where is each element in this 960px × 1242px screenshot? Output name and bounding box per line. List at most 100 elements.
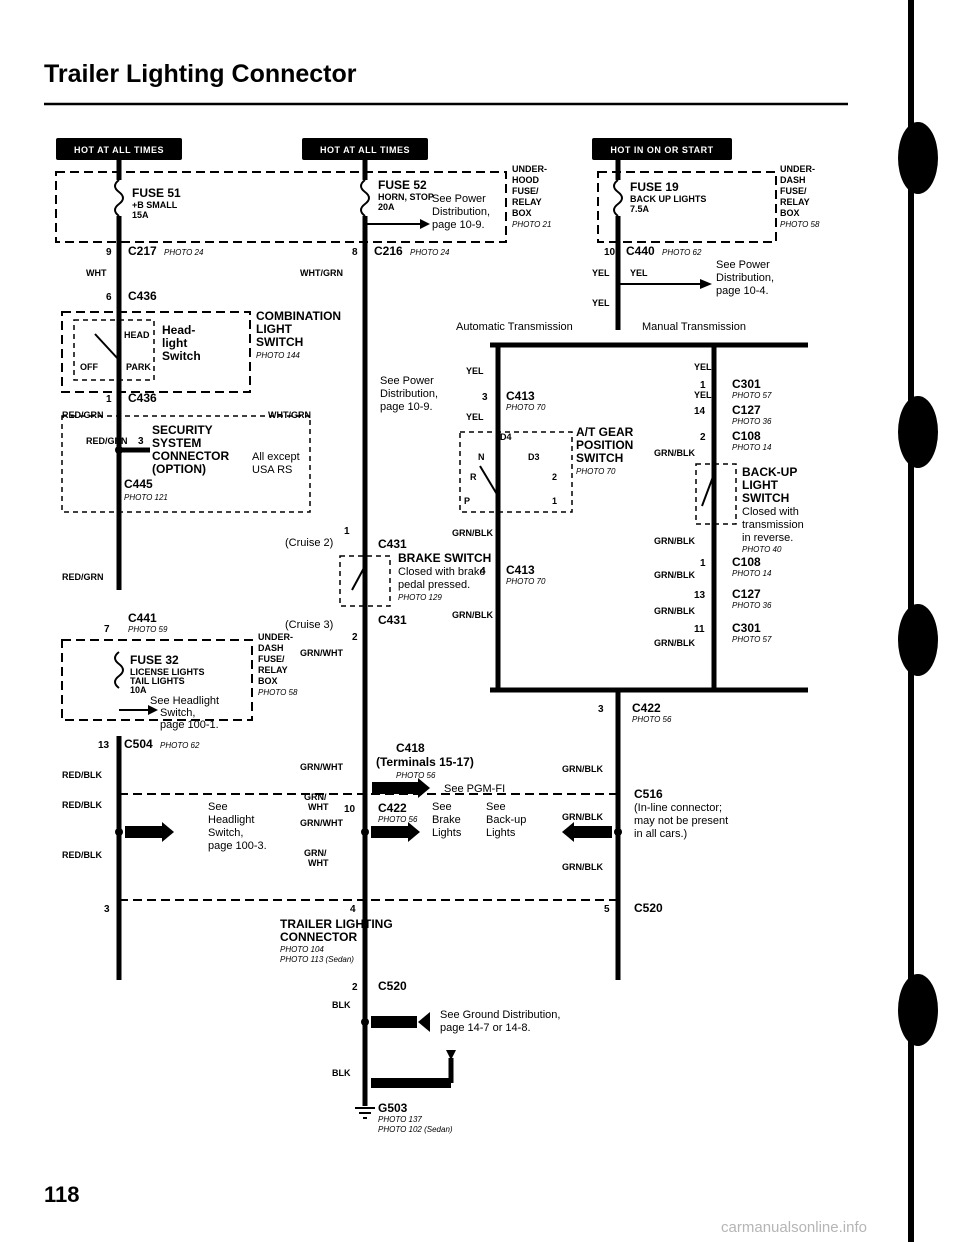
svg-text:20A: 20A bbox=[378, 202, 395, 212]
svg-text:BLK: BLK bbox=[332, 1000, 351, 1010]
combination-light-switch: Head- light Switch COMBINATION LIGHT SWI… bbox=[61, 309, 341, 393]
svg-text:All except: All except bbox=[252, 451, 300, 463]
svg-text:CONNECTOR: CONNECTOR bbox=[152, 449, 229, 463]
svg-text:Automatic Transmission: Automatic Transmission bbox=[456, 321, 573, 333]
svg-text:RED/BLK: RED/BLK bbox=[62, 800, 102, 810]
svg-text:PHOTO 36: PHOTO 36 bbox=[732, 417, 772, 426]
svg-text:USA RS: USA RS bbox=[252, 464, 292, 476]
svg-text:PHOTO 62: PHOTO 62 bbox=[662, 248, 702, 257]
svg-text:P: P bbox=[464, 496, 470, 506]
connector-c108-top: C108 bbox=[732, 429, 761, 443]
svg-text:YEL: YEL bbox=[694, 362, 712, 372]
svg-text:1: 1 bbox=[344, 526, 350, 537]
at-gear-position-switch: A/T GEAR POSITION SWITCH PHOTO 70 D4 D3 … bbox=[459, 425, 634, 513]
svg-text:N: N bbox=[478, 452, 485, 462]
svg-text:PHOTO 58: PHOTO 58 bbox=[258, 688, 298, 697]
svg-text:transmission: transmission bbox=[742, 519, 804, 531]
svg-text:(In-line connector;: (In-line connector; bbox=[634, 802, 722, 814]
svg-text:10A: 10A bbox=[130, 685, 147, 695]
svg-text:GRN/BLK: GRN/BLK bbox=[654, 606, 695, 616]
svg-text:GRN/BLK: GRN/BLK bbox=[452, 610, 493, 620]
hot-label-3: HOT IN ON OR START bbox=[592, 138, 732, 160]
ground-g503: G503 bbox=[378, 1101, 408, 1115]
connector-c413-top: C413 bbox=[506, 389, 535, 403]
svg-text:3: 3 bbox=[104, 904, 110, 915]
fuse-51-label: FUSE 51 bbox=[132, 186, 181, 200]
svg-text:RELAY: RELAY bbox=[512, 197, 542, 207]
svg-text:Distribution,: Distribution, bbox=[432, 206, 490, 218]
svg-text:2: 2 bbox=[352, 982, 358, 993]
svg-text:BOX: BOX bbox=[512, 208, 532, 218]
svg-text:PHOTO 14: PHOTO 14 bbox=[732, 443, 772, 452]
svg-text:PHOTO 57: PHOTO 57 bbox=[732, 635, 772, 644]
svg-text:SWITCH: SWITCH bbox=[742, 491, 789, 505]
svg-text:Closed with brake: Closed with brake bbox=[398, 566, 485, 578]
svg-text:in all cars.): in all cars.) bbox=[634, 828, 687, 840]
svg-text:pedal pressed.: pedal pressed. bbox=[398, 579, 470, 591]
svg-text:RED/BLK: RED/BLK bbox=[62, 850, 102, 860]
svg-text:PHOTO 24: PHOTO 24 bbox=[410, 248, 450, 257]
svg-text:7.5A: 7.5A bbox=[630, 204, 650, 214]
svg-text:(Cruise 2): (Cruise 2) bbox=[285, 537, 333, 549]
svg-text:1: 1 bbox=[106, 394, 112, 405]
page-number: 118 bbox=[44, 1182, 80, 1207]
svg-text:Head-: Head- bbox=[162, 323, 195, 337]
connector-c413-bottom: C413 bbox=[506, 563, 535, 577]
svg-text:Lights: Lights bbox=[486, 827, 516, 839]
svg-text:See: See bbox=[208, 801, 228, 813]
svg-text:Manual Transmission: Manual Transmission bbox=[642, 321, 746, 333]
fuse-52-label: FUSE 52 bbox=[378, 178, 427, 192]
svg-text:PHOTO 104: PHOTO 104 bbox=[280, 945, 324, 954]
svg-text:RED/BLK: RED/BLK bbox=[62, 770, 102, 780]
svg-text:2: 2 bbox=[552, 472, 557, 482]
svg-text:page 100-3.: page 100-3. bbox=[208, 840, 267, 852]
svg-text:Switch: Switch bbox=[162, 349, 201, 363]
svg-text:GRN/: GRN/ bbox=[304, 848, 327, 858]
svg-text:HORN, STOP: HORN, STOP bbox=[378, 192, 434, 202]
svg-text:TAIL LIGHTS: TAIL LIGHTS bbox=[130, 676, 185, 686]
svg-text:PHOTO 58: PHOTO 58 bbox=[780, 220, 820, 229]
svg-text:Lights: Lights bbox=[432, 827, 462, 839]
connector-c108-bottom: C108 bbox=[732, 555, 761, 569]
svg-text:FUSE/: FUSE/ bbox=[512, 186, 539, 196]
page-title: Trailer Lighting Connector bbox=[44, 60, 357, 88]
svg-text:5: 5 bbox=[604, 904, 610, 915]
svg-text:D4: D4 bbox=[500, 432, 512, 442]
svg-text:13: 13 bbox=[694, 590, 706, 601]
svg-text:See Ground Distribution,: See Ground Distribution, bbox=[440, 1009, 560, 1021]
svg-text:HOT AT ALL TIMES: HOT AT ALL TIMES bbox=[74, 145, 164, 155]
svg-text:YEL: YEL bbox=[466, 366, 484, 376]
svg-text:LIGHT: LIGHT bbox=[742, 478, 779, 492]
svg-text:1: 1 bbox=[700, 380, 706, 391]
svg-text:UNDER-: UNDER- bbox=[258, 632, 293, 642]
svg-text:4: 4 bbox=[350, 904, 356, 915]
underdash-box-fuse32: UNDER- DASH FUSE/ RELAY BOX PHOTO 58 FUS… bbox=[61, 632, 298, 731]
svg-text:BACK-UP: BACK-UP bbox=[742, 465, 797, 479]
svg-text:SECURITY: SECURITY bbox=[152, 423, 213, 437]
svg-text:BOX: BOX bbox=[780, 208, 800, 218]
underhood-box: UNDER- HOOD FUSE/ RELAY BOX PHOTO 21 bbox=[55, 164, 551, 243]
svg-text:WHT/GRN: WHT/GRN bbox=[268, 410, 311, 420]
svg-text:HOT IN ON OR START: HOT IN ON OR START bbox=[610, 145, 713, 155]
svg-text:PHOTO 129: PHOTO 129 bbox=[398, 593, 442, 602]
svg-text:Switch,: Switch, bbox=[208, 827, 243, 839]
svg-text:11: 11 bbox=[694, 624, 705, 635]
svg-text:D3: D3 bbox=[528, 452, 540, 462]
svg-text:10: 10 bbox=[604, 247, 616, 258]
svg-text:WHT: WHT bbox=[308, 858, 329, 868]
fuse-51-symbol bbox=[114, 179, 124, 217]
svg-text:RELAY: RELAY bbox=[780, 197, 810, 207]
svg-text:13: 13 bbox=[98, 740, 110, 751]
svg-text:SWITCH: SWITCH bbox=[256, 335, 303, 349]
svg-text:Distribution,: Distribution, bbox=[716, 272, 774, 284]
svg-text:Distribution,: Distribution, bbox=[380, 388, 438, 400]
svg-text:See: See bbox=[486, 801, 506, 813]
ground-symbol bbox=[355, 1107, 375, 1119]
svg-text:Headlight: Headlight bbox=[208, 814, 254, 826]
svg-text:YEL: YEL bbox=[466, 412, 484, 422]
svg-text:page 14-7 or 14-8.: page 14-7 or 14-8. bbox=[440, 1022, 531, 1034]
connector-c217: C217 bbox=[128, 244, 157, 258]
svg-text:See Headlight: See Headlight bbox=[150, 695, 219, 707]
watermark: carmanualsonline.info bbox=[721, 1219, 867, 1236]
